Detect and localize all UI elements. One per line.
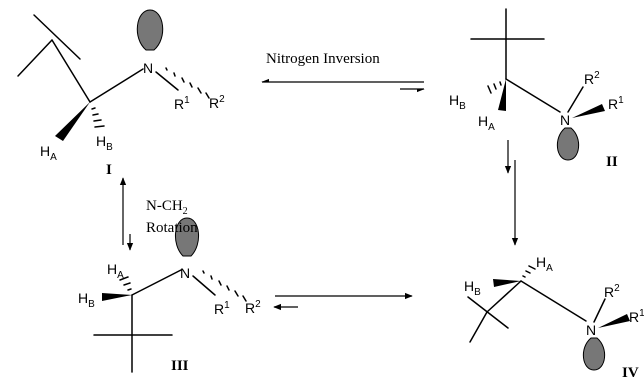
wedge-bond-hb xyxy=(493,279,521,287)
hb-label: HB xyxy=(78,290,95,310)
c-n-bond xyxy=(89,68,144,103)
structure-i-label: I xyxy=(106,162,112,178)
equilibrium-top: Nitrogen Inversion xyxy=(261,51,425,93)
structure-ii: N HB HA R2 R1 II xyxy=(449,8,624,170)
nitrogen-atom: N xyxy=(143,60,153,76)
n-r1-bond xyxy=(192,275,216,296)
equilibrium-bottom xyxy=(273,292,413,311)
c-n-bond xyxy=(131,269,182,296)
rotation-label-line2: Rotation xyxy=(146,220,198,236)
tbutyl-bar xyxy=(467,296,509,329)
wedge-bond-r1 xyxy=(572,104,605,118)
n-r2-bond xyxy=(593,298,606,323)
r1-label: R1 xyxy=(214,300,230,317)
equilibrium-right xyxy=(504,140,519,246)
nitrogen-atom: N xyxy=(180,265,190,281)
structure-iv-label: IV xyxy=(622,365,639,377)
hash-bond-ha xyxy=(522,265,536,278)
wedge-bond-r1 xyxy=(598,314,630,328)
r1-label: R1 xyxy=(629,308,644,325)
hash-bond-ha xyxy=(119,276,132,291)
r2-label: R2 xyxy=(209,94,225,111)
n-r2-bond xyxy=(567,86,584,113)
ha-label: HA xyxy=(536,254,553,274)
wedge-bond-ha xyxy=(498,79,506,111)
inversion-label: Nitrogen Inversion xyxy=(266,51,380,67)
r2-label: R2 xyxy=(604,283,620,300)
ha-label: HA xyxy=(478,113,495,133)
r1-label: R1 xyxy=(608,95,624,112)
structure-iii: N HA HB R1 R2 III xyxy=(78,217,261,374)
c-n-bond xyxy=(520,280,587,322)
n-r1-bond xyxy=(155,71,179,91)
tbutyl-arm xyxy=(469,311,488,343)
structure-ii-label: II xyxy=(606,154,618,170)
r1-label: R1 xyxy=(174,95,190,112)
r2-label: R2 xyxy=(584,70,600,87)
equilibrium-left: N-CH2 Rotation xyxy=(119,177,198,251)
hash-bond-r2 xyxy=(165,67,210,99)
hash-bond-hb xyxy=(91,107,105,128)
c-c-bond xyxy=(51,39,91,103)
lone-pair-orbital xyxy=(136,9,164,51)
nitrogen-atom: N xyxy=(560,112,570,128)
hash-bond-hb xyxy=(487,81,502,94)
structure-iv: N HB HA R2 R1 IV xyxy=(464,254,644,377)
wedge-bond-ha xyxy=(55,102,90,141)
ha-label: HA xyxy=(40,143,57,163)
lone-pair-orbital xyxy=(557,127,579,161)
lone-pair-orbital xyxy=(583,337,605,371)
ha-label: HA xyxy=(107,261,124,281)
hb-label: HB xyxy=(464,278,481,298)
rotation-label-line1: N-CH2 xyxy=(146,198,188,217)
nitrogen-atom: N xyxy=(586,322,596,338)
tbutyl-bar xyxy=(33,14,81,60)
tbutyl-arm xyxy=(17,39,53,77)
hb-label: HB xyxy=(449,92,466,112)
lone-pair-orbital xyxy=(175,217,199,257)
structure-i: N R1 R2 HA HB I xyxy=(17,9,225,178)
hb-label: HB xyxy=(96,133,113,153)
c-n-bond xyxy=(505,78,561,113)
hash-bond-r2 xyxy=(202,270,247,302)
c-c-bond xyxy=(486,280,522,313)
r2-label: R2 xyxy=(245,299,261,316)
wedge-bond-hb xyxy=(102,293,132,301)
structure-iii-label: III xyxy=(171,358,189,374)
